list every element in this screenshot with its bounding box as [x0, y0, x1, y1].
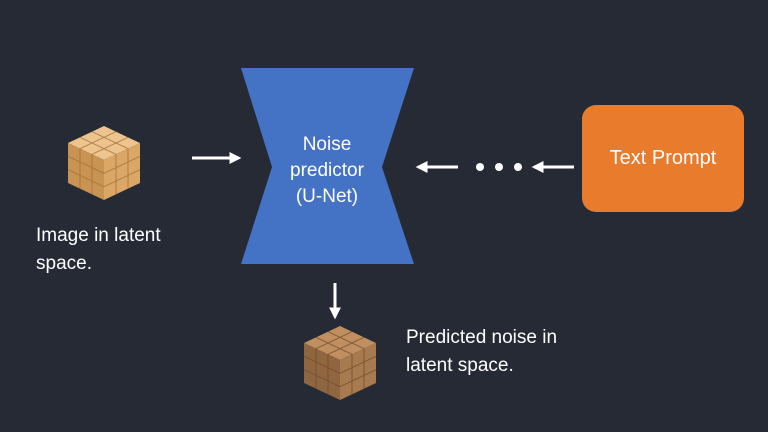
unet-label: Noise predictor (U-Net) — [262, 132, 392, 210]
input-caption: Image in latent space. — [36, 222, 161, 278]
unet-label-line1: Noise — [302, 134, 352, 155]
dot — [476, 163, 484, 171]
noise-cube-icon — [303, 326, 377, 400]
unet-label-line3: (U-Net) — [295, 186, 359, 207]
dot — [495, 163, 503, 171]
output-caption: Predicted noise in latent space. — [406, 324, 557, 380]
text-prompt-box: Text Prompt — [582, 105, 744, 212]
input-caption-line2: space. — [36, 253, 92, 274]
latent-cube-icon — [67, 126, 141, 200]
unet-label-line2: predictor — [290, 160, 364, 181]
text-prompt-label: Text Prompt — [609, 147, 717, 169]
dot — [514, 163, 522, 171]
unet-hourglass-shape — [241, 68, 414, 264]
output-caption-line1: Predicted noise in — [406, 327, 558, 348]
ellipsis-dots — [476, 160, 522, 174]
output-caption-line2: latent space. — [406, 355, 514, 376]
input-caption-line1: Image in latent — [36, 225, 161, 246]
